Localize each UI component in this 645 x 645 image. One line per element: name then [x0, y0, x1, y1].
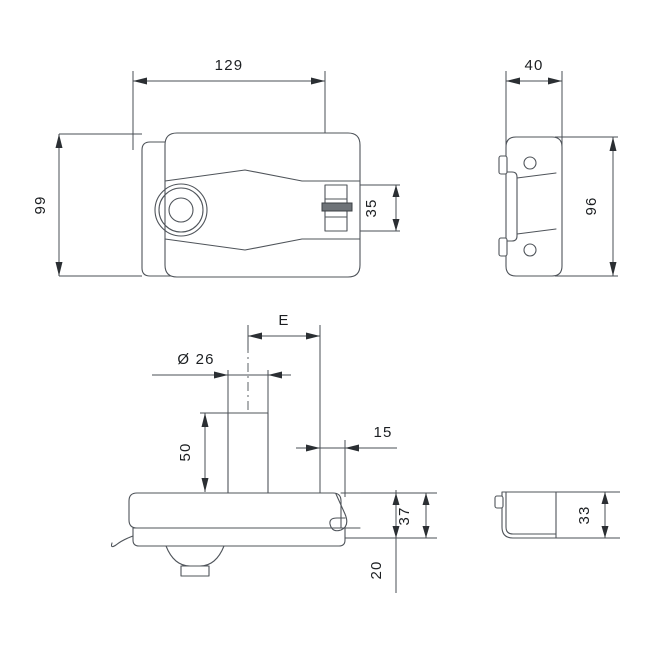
- dim-label-99: 99: [32, 195, 49, 214]
- cylinder-ring-middle: [158, 187, 204, 233]
- front-view-face-top-contour: [164, 169, 361, 182]
- dimension-20: 20: [368, 490, 400, 593]
- cylinder-ring-inner: [168, 197, 194, 223]
- arrow-right-40: [548, 77, 562, 85]
- arrow-left-d26: [214, 371, 228, 379]
- side-view-extension-lines: [505, 71, 618, 277]
- arrow-right-d26: [268, 371, 282, 379]
- dim-label-20: 20: [368, 560, 385, 579]
- side-view-hole-upper: [523, 156, 537, 170]
- dimension-d26: Ø 26: [152, 351, 291, 379]
- dimension-40: 40: [506, 57, 562, 85]
- side-view-tab-lower: [498, 237, 508, 257]
- arrow-right-15: [345, 444, 359, 452]
- keeper-body-outline: [501, 491, 557, 539]
- arrow-top-35: [392, 185, 400, 197]
- dim-label-15: 15: [373, 424, 392, 441]
- arrow-right-129: [311, 77, 325, 85]
- arrow-bottom-37: [422, 526, 430, 538]
- dim-label-129: 129: [215, 57, 244, 74]
- front-view-bolt-tongue: [321, 202, 353, 212]
- top-view: E Ø 26 50 15: [110, 312, 437, 593]
- top-view-flange-plate: [132, 527, 346, 547]
- dimension-35: 35: [363, 185, 400, 231]
- side-view: 40 96: [498, 57, 618, 277]
- arrow-bottom-50: [201, 478, 209, 492]
- dimension-99: 99: [32, 134, 63, 276]
- arrow-top-96: [609, 137, 617, 151]
- dimension-50: 50: [177, 412, 228, 492]
- keeper-inner-fold: [505, 491, 557, 535]
- dimension-129: 129: [133, 57, 325, 85]
- front-view: 129 99 35: [32, 57, 400, 278]
- top-view-latch-hook: [329, 493, 348, 532]
- arrow-bottom-96: [609, 262, 617, 276]
- dim-label-35: 35: [363, 198, 380, 217]
- side-view-slant-upper: [516, 172, 557, 179]
- side-view-body-outline: [505, 136, 563, 277]
- dimension-96: 96: [583, 137, 617, 276]
- arrow-left-40: [506, 77, 520, 85]
- side-view-recess-channel: [505, 171, 518, 242]
- dim-label-d26: Ø 26: [177, 351, 214, 368]
- top-view-cylinder-stem: [227, 412, 269, 494]
- arrow-top-33: [601, 492, 609, 504]
- arrow-top-37: [422, 493, 430, 505]
- dim-label-50: 50: [177, 442, 194, 461]
- dim-label-37: 37: [396, 506, 413, 525]
- arrow-left-15: [306, 444, 320, 452]
- keeper-view: 33: [494, 491, 620, 539]
- dimension-15: 15: [296, 424, 397, 497]
- arrow-left-E: [248, 332, 262, 340]
- arrow-bottom-35: [392, 219, 400, 231]
- dimension-37: 37: [396, 493, 430, 538]
- top-view-housing-body: [128, 492, 342, 529]
- side-view-slant-lower: [516, 228, 557, 235]
- arrow-bottom-20: [392, 526, 400, 538]
- arrow-left-129: [133, 77, 147, 85]
- dim-label-96: 96: [583, 196, 600, 215]
- arrow-bottom-99: [55, 262, 63, 276]
- arrow-top-50: [201, 413, 209, 427]
- dim-label-E: E: [278, 312, 289, 329]
- dimension-33: 33: [576, 492, 609, 538]
- arrow-right-E: [306, 332, 320, 340]
- arrow-top-99: [55, 134, 63, 148]
- side-view-tab-upper: [498, 155, 508, 175]
- dimension-E: E: [248, 312, 320, 340]
- front-view-body-outline: [164, 132, 361, 278]
- arrow-top-20: [392, 493, 400, 505]
- top-view-cable-whisker: [110, 535, 134, 548]
- dim-label-40: 40: [524, 57, 543, 74]
- dim-label-33: 33: [576, 505, 593, 524]
- front-view-face-bottom-contour: [164, 238, 361, 251]
- keeper-side-tab: [494, 495, 504, 509]
- top-view-bottom-stud: [180, 565, 210, 577]
- cylinder-ring-outer: [154, 183, 208, 237]
- arrow-bottom-33: [601, 526, 609, 538]
- side-view-hole-lower: [523, 243, 537, 257]
